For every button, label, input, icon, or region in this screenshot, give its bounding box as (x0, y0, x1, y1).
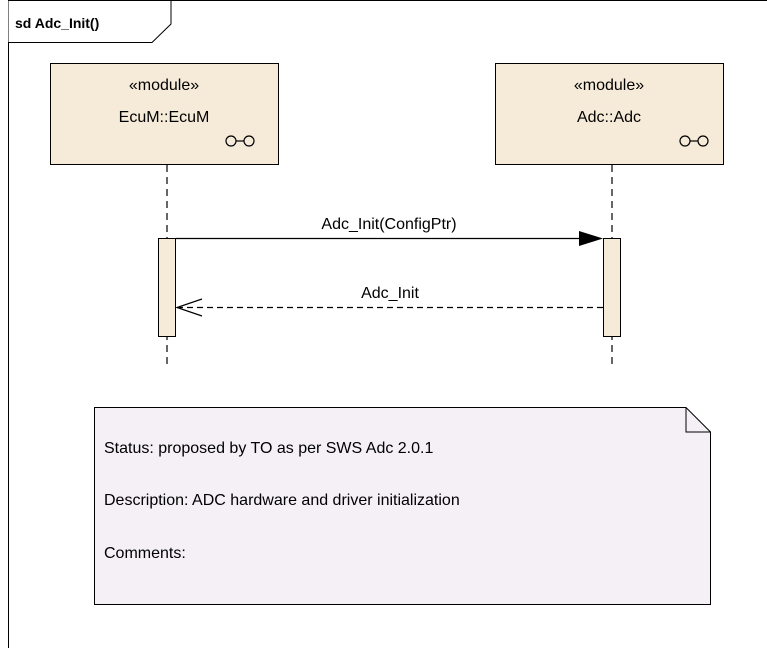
note-dog-ear-icon (685, 407, 711, 433)
lifeline-name-adc: Adc::Adc (577, 109, 641, 126)
note-body[interactable] (94, 407, 711, 605)
lifeline-stereotype-ecum: «module» (129, 77, 199, 94)
activation-bar-adc[interactable] (603, 238, 621, 337)
message-call-label: Adc_Init(ConfigPtr) (321, 216, 456, 233)
message-return-label: Adc_Init (361, 285, 419, 302)
frame-title: sd Adc_Init() (15, 15, 99, 31)
lifeline-name-ecum: EcuM::EcuM (119, 109, 210, 126)
note[interactable]: Status: proposed by TO as per SWS Adc 2.… (94, 407, 711, 605)
open-arrowhead-icon (175, 298, 203, 317)
lifeline-ecum[interactable]: «module» EcuM::EcuM (50, 63, 279, 369)
note-comments: Comments: (104, 545, 186, 562)
message-call[interactable]: Adc_Init(ConfigPtr) (176, 216, 603, 246)
lifeline-stereotype-adc: «module» (574, 77, 644, 94)
lifeline-head-adc[interactable] (495, 63, 724, 165)
message-return[interactable]: Adc_Init (175, 285, 603, 317)
activation-bar-ecum[interactable] (158, 238, 176, 337)
frame-title-tab: sd Adc_Init() (8, 0, 172, 43)
component-lollipop-icon (225, 135, 255, 147)
filled-arrowhead-icon (579, 231, 603, 246)
lifeline-head-ecum[interactable] (50, 63, 279, 165)
lifeline-adc[interactable]: «module» Adc::Adc (495, 63, 724, 369)
component-lollipop-icon (679, 135, 709, 147)
note-status: Status: proposed by TO as per SWS Adc 2.… (104, 440, 433, 457)
note-description: Description: ADC hardware and driver ini… (104, 492, 460, 509)
